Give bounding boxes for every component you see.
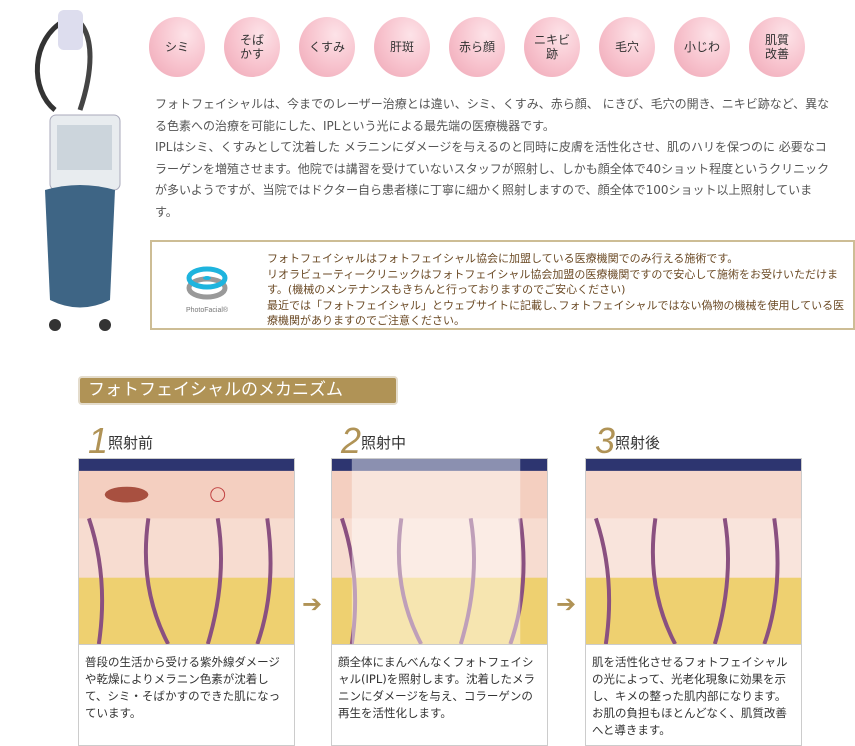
step-number: 2	[341, 420, 362, 461]
skin-during-illustration	[331, 458, 548, 645]
badge-kanpan[interactable]: 肝斑	[374, 17, 430, 77]
intro-paragraph: IPLはシミ、くすみとして沈着した メラニンにダメージを与えるのと同時に皮膚を活…	[155, 140, 830, 219]
arrow-right-icon: ➔	[302, 590, 323, 618]
badge-kojiwa[interactable]: 小じわ	[674, 17, 730, 77]
badge-akaragao[interactable]: 赤ら顔	[449, 17, 505, 77]
badge-hadashitsu[interactable]: 肌質 改善	[749, 17, 805, 77]
step-number: 3	[595, 420, 616, 461]
step-label: 照射前	[108, 434, 154, 452]
step-description: 普段の生活から受ける紫外線ダメージや乾燥によりメラニン色素が沈着して、シミ・そば…	[78, 645, 295, 746]
badge-keana[interactable]: 毛穴	[599, 17, 655, 77]
step-number: 1	[88, 420, 109, 461]
ipl-machine-image	[34, 10, 121, 331]
badge-sobakasu[interactable]: そば かす	[224, 17, 280, 77]
association-notice: PhotoFacial® フォトフェイシャルはフォトフェイシャル協会に加盟してい…	[150, 240, 855, 330]
notice-line: フォトフェイシャルはフォトフェイシャル協会に加盟している医療機関でのみ行える施術…	[267, 252, 739, 265]
skin-after-illustration	[585, 458, 802, 645]
step-description: 肌を活性化させるフォトフェイシャルの光によって、光老化現象に効果を示し、キメの整…	[585, 645, 802, 746]
photofacial-logo: PhotoFacial®	[186, 266, 229, 314]
intro-paragraph: フォトフェイシャルは、今までのレーザー治療とは違い、シミ、くすみ、赤ら顔、 にき…	[155, 97, 830, 133]
concern-badges: シミ そば かす くすみ 肝斑 赤ら顔 ニキビ 跡 毛穴 小じわ 肌質 改善	[149, 17, 805, 77]
notice-line: 最近では「フォトフェイシャル」とウェブサイトに記載し､フォトフェイシャルではない…	[267, 298, 845, 328]
step-description: 顔全体にまんべんなくフォトフェイシャル(IPL)を照射します。沈着したメラニンに…	[331, 645, 548, 746]
badge-shimi[interactable]: シミ	[149, 17, 205, 77]
section-title: フォトフェイシャルのメカニズム	[78, 376, 398, 405]
step-label: 照射中	[361, 434, 407, 452]
badge-nikibi-ato[interactable]: ニキビ 跡	[524, 17, 580, 77]
notice-line: リオラビューティークリニックはフォトフェイシャル協会加盟の医療機関ですので安心し…	[267, 267, 839, 297]
arrow-right-icon: ➔	[556, 590, 577, 618]
svg-text:PhotoFacial®: PhotoFacial®	[186, 306, 229, 314]
badge-kusumi[interactable]: くすみ	[299, 17, 355, 77]
intro-text: フォトフェイシャルは、今までのレーザー治療とは違い、シミ、くすみ、赤ら顔、 にき…	[155, 94, 830, 223]
step-label: 照射後	[615, 434, 661, 452]
skin-before-illustration	[78, 458, 295, 645]
